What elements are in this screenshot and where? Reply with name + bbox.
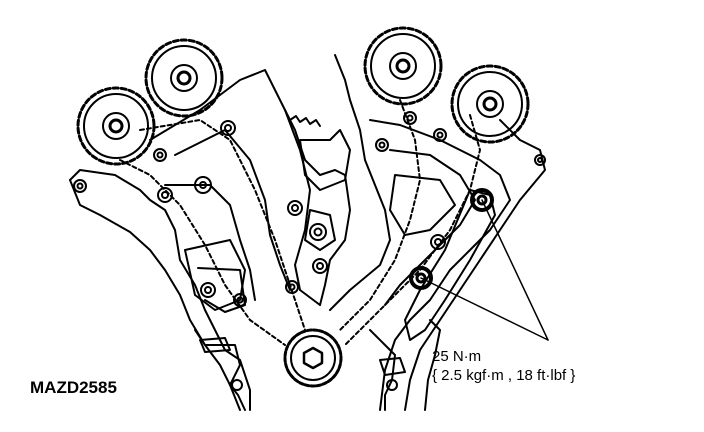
bolt bbox=[73, 179, 87, 193]
right-lower-housing bbox=[369, 329, 396, 411]
bolt bbox=[430, 234, 446, 250]
bolt bbox=[285, 280, 299, 294]
right-cover-inner bbox=[384, 149, 476, 306]
left-lower-bracket bbox=[199, 337, 231, 353]
right-outer-edge bbox=[404, 119, 546, 411]
left-bracket bbox=[197, 267, 246, 313]
crankshaft-sprocket bbox=[283, 328, 343, 388]
bolt bbox=[220, 120, 236, 136]
bolt bbox=[200, 282, 216, 298]
bolt bbox=[403, 111, 417, 125]
right-timing-chain bbox=[339, 99, 421, 331]
bolt bbox=[309, 223, 327, 241]
left-lower-panel bbox=[184, 239, 246, 311]
right-tensioner-arm bbox=[404, 189, 496, 341]
right-lower-bracket bbox=[379, 357, 406, 376]
torque-bolt-lower bbox=[409, 266, 433, 290]
valley-right-wall bbox=[329, 54, 391, 311]
bolt bbox=[386, 379, 398, 391]
right-inner-cam-sprocket bbox=[363, 26, 443, 106]
torque-alt-label: { 2.5 kgf·m , 18 ft·lbf } bbox=[432, 367, 576, 384]
right-lower-rib bbox=[424, 319, 441, 411]
bolt bbox=[153, 148, 167, 162]
left-oil-pan-detail bbox=[194, 329, 246, 411]
valley-center-block bbox=[299, 129, 351, 191]
torque-callout: 25 N·m { 2.5 kgf·m , 18 ft·lbf } bbox=[432, 347, 575, 385]
bolt bbox=[194, 176, 212, 194]
bolt bbox=[231, 379, 243, 391]
valley-shaft bbox=[304, 209, 336, 251]
right-chain-return bbox=[344, 114, 481, 346]
leader-line-upper bbox=[481, 199, 549, 341]
bolt bbox=[433, 128, 447, 142]
left-cover-rib-2 bbox=[164, 184, 256, 301]
leader-line-lower bbox=[420, 277, 549, 341]
left-bank-inner-cover bbox=[149, 69, 321, 306]
torque-bolt-upper bbox=[470, 188, 494, 212]
torque-metric-label: 25 N·m bbox=[432, 348, 482, 365]
bolt bbox=[534, 154, 546, 166]
figure-id-label: MAZD2585 bbox=[30, 378, 117, 397]
left-inner-cam-sprocket bbox=[144, 38, 224, 118]
cover-bolts bbox=[73, 111, 546, 307]
valley-teeth bbox=[289, 115, 321, 127]
bolt bbox=[375, 138, 389, 152]
left-chain-return bbox=[119, 159, 286, 346]
bolt bbox=[157, 187, 173, 203]
bolt bbox=[233, 293, 247, 307]
right-outer-cam-sprocket bbox=[450, 64, 530, 144]
left-housing-lower-edge bbox=[69, 179, 241, 411]
right-cover-panel bbox=[389, 174, 456, 236]
left-bank-outer-housing bbox=[69, 169, 251, 411]
left-outer-cam-sprocket bbox=[76, 86, 156, 166]
left-cover-rib bbox=[174, 129, 291, 291]
bolt bbox=[287, 200, 303, 216]
bolt bbox=[312, 258, 328, 274]
